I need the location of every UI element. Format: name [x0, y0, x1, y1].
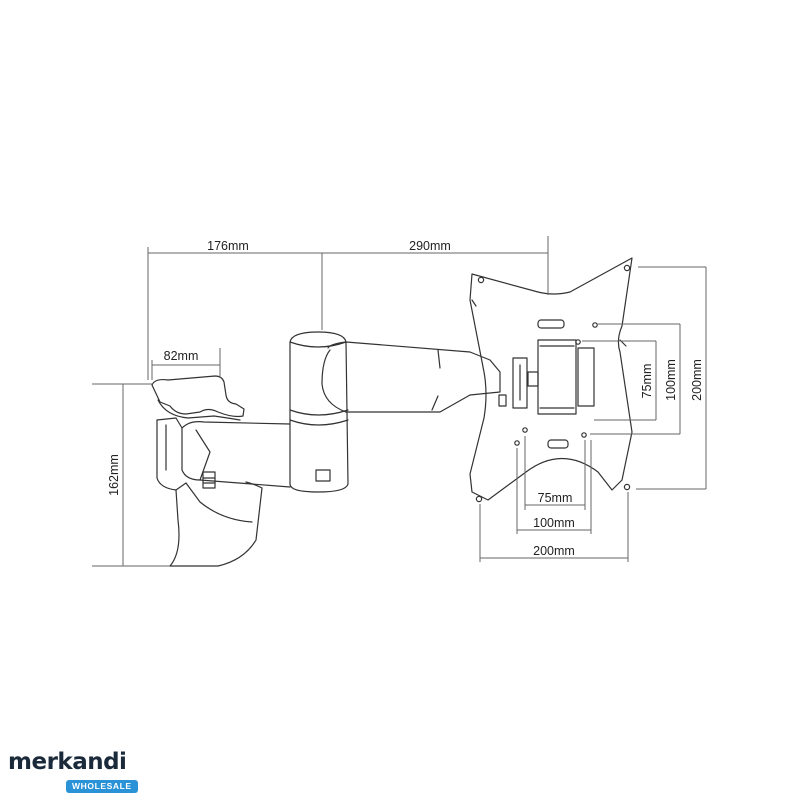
pivot-column — [289, 331, 349, 493]
dim-label-vesa-h-200: 200mm — [533, 544, 575, 558]
dim-label-vesa-v-200: 200mm — [690, 359, 704, 401]
tilt-head — [469, 351, 539, 409]
dim-label-wall-plate-width: 82mm — [164, 349, 199, 363]
logo-wordmark: merkandi — [8, 749, 127, 775]
arm-segment-2 — [321, 341, 471, 413]
dim-label-vesa-v-100: 100mm — [664, 359, 678, 401]
vesa-plate — [469, 257, 633, 503]
dim-label-vesa-h-100: 100mm — [533, 516, 575, 530]
wall-plate — [151, 375, 263, 567]
dim-label-wall-plate-height: 162mm — [107, 454, 121, 496]
logo-badge: WHOLESALE — [66, 780, 138, 793]
dimension-lines — [92, 236, 707, 567]
dim-label-arm-offset: 176mm — [207, 239, 249, 253]
dim-label-arm-extension: 290mm — [409, 239, 451, 253]
arm-segment-1 — [181, 421, 291, 489]
dim-label-vesa-v-75: 75mm — [640, 364, 654, 399]
merkandi-logo: merkandi WHOLESALE — [8, 748, 148, 796]
dim-label-vesa-h-75: 75mm — [538, 491, 573, 505]
